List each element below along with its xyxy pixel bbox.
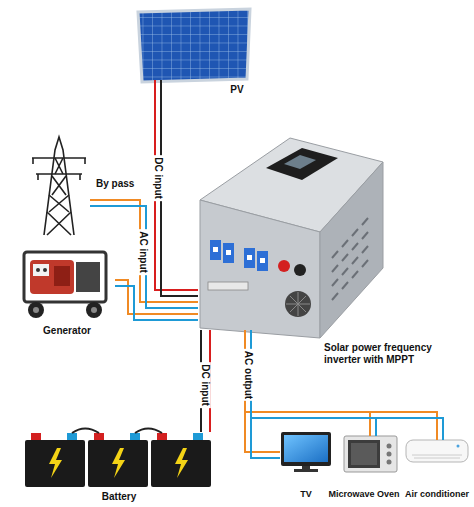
microwave-icon-part — [351, 443, 377, 465]
generator-part — [28, 302, 44, 318]
inverter-housing-part — [260, 258, 265, 263]
inverter-housing-part — [244, 248, 255, 268]
generator-part — [36, 268, 40, 272]
power-pylon-part — [47, 158, 71, 235]
air-conditioner-icon-part — [406, 440, 468, 462]
solar-panel — [138, 9, 250, 82]
battery-bank-part — [175, 448, 188, 478]
device-node: PV — [135, 10, 250, 80]
tv-icon-part — [294, 469, 318, 472]
tv-icon — [281, 432, 331, 472]
microwave-icon — [344, 436, 397, 472]
battery-bank-part — [31, 433, 41, 440]
inverter-housing-part — [266, 148, 338, 180]
tv-icon-part — [281, 432, 331, 466]
inverter-housing-part — [278, 260, 290, 272]
battery-bank — [25, 429, 211, 488]
wire-pair — [90, 200, 198, 308]
device-node: TV — [280, 432, 332, 472]
microwave-icon-part — [387, 444, 392, 449]
inverter-housing-part — [332, 218, 368, 300]
battery-bank-part — [49, 448, 62, 478]
microwave-icon-part — [387, 460, 392, 465]
air-conditioner-icon — [406, 440, 468, 462]
inverter-housing-part — [208, 282, 248, 290]
generator-part — [30, 260, 74, 294]
microwave-icon-part — [387, 452, 392, 457]
wire-label: DC input — [199, 362, 211, 408]
generator-part — [33, 264, 49, 276]
generator-part — [33, 307, 39, 313]
power-pylon-part — [33, 158, 85, 180]
solar-panel-part — [138, 9, 250, 82]
device-node: Solar power frequency inverter with MPPT — [198, 135, 383, 330]
inverter-housing-part — [257, 251, 268, 271]
device-node: Battery — [25, 432, 213, 487]
battery-bank-part — [94, 433, 104, 440]
power-pylon-part — [44, 137, 74, 235]
microwave-icon-part — [344, 436, 397, 472]
battery-bank-part — [157, 433, 167, 440]
device-caption: Air conditioner — [405, 488, 469, 500]
inverter-housing-part — [320, 162, 383, 338]
device-caption: Solar power frequency inverter with MPPT — [324, 342, 464, 366]
wire-label: DC input — [152, 155, 164, 201]
generator-part — [91, 307, 97, 313]
generator-part — [54, 266, 70, 286]
wire-line — [115, 286, 198, 320]
device-node: Microwave Oven — [343, 436, 398, 472]
battery-bank-part — [88, 440, 148, 487]
battery-bank-part — [25, 440, 85, 487]
generator — [24, 252, 106, 318]
inverter-housing-part — [223, 243, 234, 263]
battery-bank-part — [151, 440, 211, 487]
battery-bank-part — [112, 448, 125, 478]
device-caption: Battery — [102, 491, 136, 503]
device-caption: TV — [300, 488, 312, 500]
generator-part — [43, 268, 47, 272]
device-caption: PV — [230, 84, 243, 96]
inverter-housing-part — [210, 240, 221, 260]
microwave-icon-part — [348, 440, 380, 468]
wire-label: AC output — [242, 349, 254, 401]
air-conditioner-icon-part — [412, 455, 462, 458]
device-node: By pass — [28, 135, 90, 235]
power-pylon — [32, 137, 86, 235]
inverter-housing-part — [213, 247, 218, 252]
inverter-housing-part — [285, 291, 311, 317]
inverter-housing — [200, 138, 383, 338]
battery-bank-part — [130, 433, 140, 440]
wire-line — [161, 80, 198, 296]
device-node: Generator — [20, 245, 115, 320]
tv-icon-part — [302, 466, 310, 469]
inverter-housing-part — [226, 250, 231, 255]
battery-bank-part — [67, 433, 77, 440]
device-caption: Microwave Oven — [328, 488, 399, 500]
device-caption: Generator — [43, 325, 91, 337]
inverter-housing-part — [200, 200, 320, 338]
generator-part — [24, 252, 106, 302]
device-caption: By pass — [96, 178, 134, 190]
generator-part — [76, 262, 100, 292]
wire-line — [251, 330, 280, 458]
inverter-housing-part — [286, 292, 310, 316]
wire-line — [90, 206, 198, 308]
generator-part — [86, 302, 102, 318]
battery-bank-part — [72, 429, 162, 434]
air-conditioner-icon-part — [457, 445, 460, 448]
inverter-housing-part — [294, 264, 306, 276]
device-node: Air conditioner — [404, 440, 470, 464]
wire-label: AC input — [137, 229, 149, 275]
battery-bank-part — [193, 433, 203, 440]
wire-line — [90, 200, 198, 302]
wire-pair — [115, 280, 198, 320]
inverter-housing-part — [247, 255, 252, 260]
inverter-housing-part — [284, 155, 316, 169]
tv-icon-part — [284, 435, 328, 462]
